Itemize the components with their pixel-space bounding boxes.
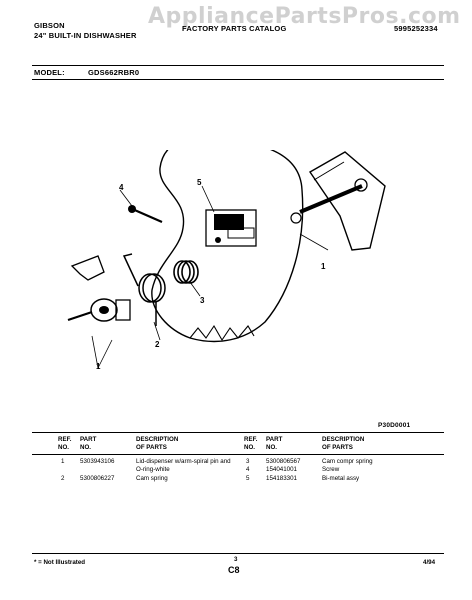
o-ring [290, 212, 302, 224]
header-part-1: PART NO. [80, 436, 96, 451]
spiral-pin [67, 310, 93, 322]
footer-rule [32, 553, 444, 554]
lid-hub [354, 178, 368, 192]
left-lid-part [70, 255, 105, 281]
table-rule-header [32, 454, 444, 455]
table-rule-top [32, 432, 444, 433]
header-desc-2-line1: DESCRIPTION [322, 436, 365, 443]
lid-rib [313, 161, 345, 181]
header-ref-2: REF. NO. [244, 436, 257, 451]
callout-leaders [91, 185, 329, 369]
cam-compr-spring [173, 260, 199, 284]
footer-note: * = Not Illustrated [34, 559, 86, 566]
exploded-parts-diagram [67, 150, 386, 369]
housing-shape [151, 150, 304, 343]
header-ref-2-line1: REF. [244, 436, 258, 443]
header-part-2-line2: NO. [266, 443, 278, 451]
arm-sleeve [115, 299, 131, 321]
screw-head [128, 205, 136, 213]
header-ref-1-line1: REF. [58, 436, 72, 443]
bi-metal-bracket [227, 227, 255, 239]
housing-edge [189, 324, 255, 342]
lid-shaft [299, 184, 363, 214]
header-desc-1: DESCRIPTION OF PARTS [136, 436, 178, 451]
row-part-number: 5300806227 [80, 475, 115, 482]
header-desc-2-line2: OF PARTS [322, 443, 353, 451]
header-part-1-line1: PART [80, 436, 97, 443]
row-description: Cam spring [136, 475, 168, 482]
header-ref-1-line2: NO. [58, 443, 70, 451]
row-description: Screw [322, 466, 340, 473]
row-part-number: 154183301 [266, 475, 297, 482]
row-ref: 2 [61, 475, 65, 482]
header-desc-2: DESCRIPTION OF PARTS [322, 436, 364, 451]
callout-1-left: 1 [96, 362, 101, 371]
watermark: AppliancePartsPros.com [148, 4, 461, 29]
header-rule-top [32, 65, 444, 66]
arm-hub-center [99, 306, 109, 314]
header-desc-1-line2: OF PARTS [136, 443, 167, 451]
row-part-number: 5300806567 [266, 458, 301, 465]
row-description: Lid-dispenser w/arm-spiral pin and O-rin… [136, 458, 231, 473]
header-part-1-line2: NO. [80, 443, 92, 451]
cam-spring [122, 253, 166, 326]
document-number: 5995252334 [394, 24, 438, 33]
callout-5: 5 [197, 178, 202, 187]
brand-name: GIBSON [34, 21, 65, 30]
row-ref: 4 [246, 466, 250, 473]
callout-1-right: 1 [321, 262, 326, 271]
row-description: Cam compr spring [322, 458, 373, 465]
header-part-2-line1: PART [266, 436, 283, 443]
row-part-number: 5303943106 [80, 458, 115, 465]
header-ref-1: REF. NO. [58, 436, 71, 451]
bi-metal-rivet [215, 237, 221, 243]
header-part-2: PART NO. [266, 436, 282, 451]
catalog-title: FACTORY PARTS CATALOG [182, 24, 287, 33]
row-part-number: 154041001 [266, 466, 297, 473]
row-ref: 5 [246, 475, 250, 482]
dispenser-lid [308, 151, 386, 251]
bi-metal-block [214, 214, 244, 230]
revision-date: 4/94 [423, 559, 436, 566]
callout-2: 2 [155, 340, 160, 349]
section-code: C8 [228, 565, 240, 575]
model-number: GDS662RBR0 [88, 68, 140, 77]
row-ref: 1 [61, 458, 65, 465]
header-ref-2-line2: NO. [244, 443, 256, 451]
header-desc-1-line1: DESCRIPTION [136, 436, 179, 443]
model-label: MODEL: [34, 68, 65, 77]
row-ref: 3 [246, 458, 250, 465]
callout-3: 3 [200, 296, 205, 305]
callout-4: 4 [119, 183, 124, 192]
page-number: 3 [234, 556, 238, 563]
row-description: Bi-metal assy [322, 475, 360, 482]
product-title: 24" BUILT-IN DISHWASHER [34, 31, 137, 40]
diagram-code: P30D0001 [378, 422, 411, 429]
header-rule-bottom [32, 79, 444, 80]
